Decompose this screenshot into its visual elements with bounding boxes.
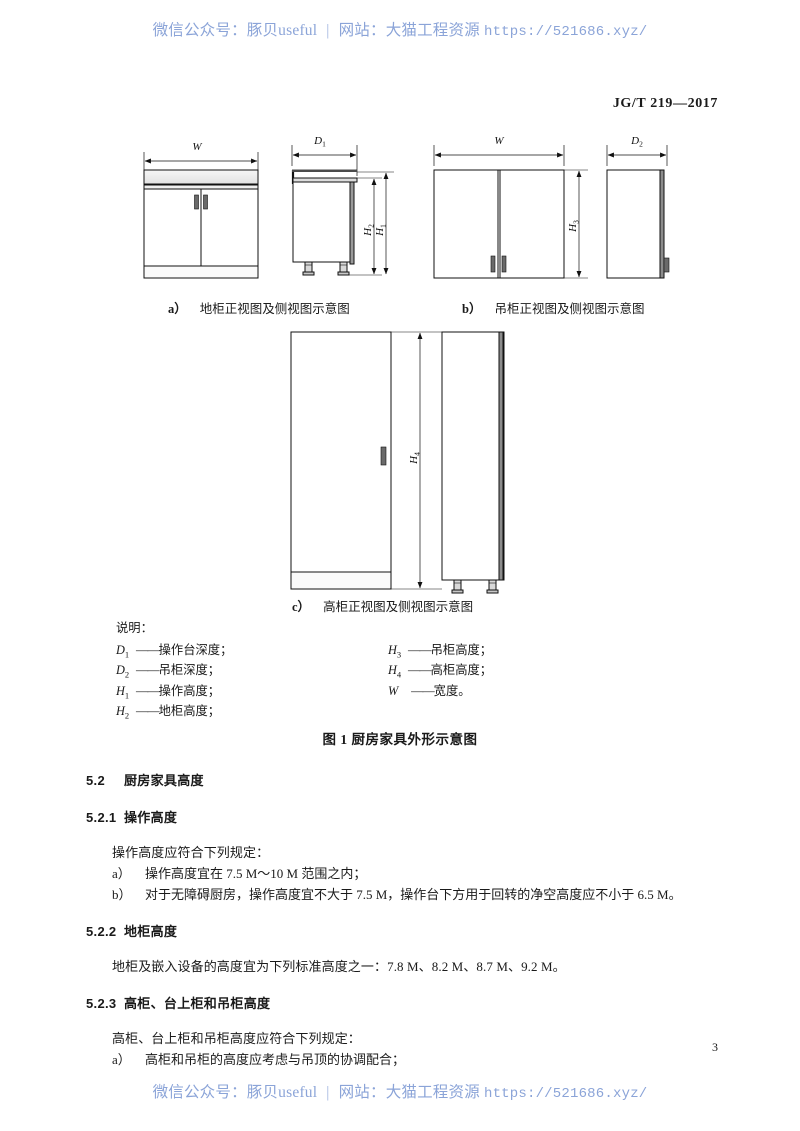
legend-column-right: H3——吊柜高度； H4——高柜高度； W ——宽度。 bbox=[388, 640, 492, 702]
watermark-top: 微信公众号：豚贝useful | 网站：大猫工程资源 https://521686.… bbox=[0, 18, 800, 40]
tall-cabinet-front-view bbox=[290, 331, 392, 590]
heading-5-2-1-number: 5.2.1 bbox=[86, 810, 117, 825]
heading-5-2-3: 5.2.3 高柜、台上柜和吊柜高度 bbox=[86, 993, 726, 1012]
watermark-bottom: 微信公众号：豚贝useful | 网站：大猫工程资源 https://521686.… bbox=[0, 1080, 800, 1102]
legend-dash-h1: —— bbox=[136, 683, 160, 698]
legend-item-h1: H1——操作高度； bbox=[116, 683, 221, 700]
floor-cabinet-side-view bbox=[291, 145, 394, 276]
watermark-site-value: 大猫工程资源 bbox=[385, 22, 480, 39]
list-item-5-2-3-a: a） 高柜和吊柜的高度应考虑与吊顶的协调配合； bbox=[86, 1049, 726, 1070]
legend-dash-h2: —— bbox=[136, 704, 160, 718]
legend-dash-d2: —— bbox=[136, 663, 160, 677]
paragraph-5-2-3-intro: 高柜、台上柜和吊柜高度应符合下列规定： bbox=[112, 1031, 361, 1046]
watermark-bottom-separator: | bbox=[326, 1084, 330, 1101]
heading-5-2-2-title: 地柜高度 bbox=[124, 924, 178, 939]
legend-item-w: W ——宽度。 bbox=[388, 683, 471, 698]
heading-5-2-1-title: 操作高度 bbox=[124, 810, 178, 825]
legend-desc-d2: 吊柜深度； bbox=[158, 663, 221, 677]
dim-label-b-depth: D2 bbox=[630, 135, 643, 149]
list-label-5-2-3-a: a） bbox=[112, 1052, 131, 1067]
figure-caption-a: a） 地柜正视图及侧视图示意图 bbox=[168, 298, 350, 317]
watermark-bottom-site-value: 大猫工程资源 bbox=[385, 1084, 480, 1101]
list-label-5-2-1-b: b） bbox=[112, 887, 132, 902]
watermark-wechat-label: 微信公众号： bbox=[152, 22, 247, 39]
floor-cabinet-front-view bbox=[143, 152, 259, 279]
list-label-5-2-1-a: a） bbox=[112, 866, 131, 881]
legend-item-h2: H2——地柜高度； bbox=[116, 704, 221, 721]
watermark-site-label: 网站： bbox=[338, 22, 386, 39]
legend-item-h4: H4——高柜高度； bbox=[388, 663, 493, 680]
wall-cabinet-side-view bbox=[606, 145, 670, 279]
figure-caption-a-text: 地柜正视图及侧视图示意图 bbox=[199, 302, 350, 316]
figure-1-caption: 图 1 厨房家具外形示意图 bbox=[322, 732, 478, 747]
list-text-5-2-1-b: 对于无障碍厨房，操作高度宜不大于 7.5 M，操作台下方用于回转的净空高度应不小… bbox=[145, 887, 682, 902]
legend-item-h3: H3——吊柜高度； bbox=[388, 642, 493, 659]
heading-5-2-3-number: 5.2.3 bbox=[86, 996, 117, 1011]
watermark-bottom-site-label: 网站： bbox=[338, 1084, 386, 1101]
dim-label-b-h3: H3 bbox=[567, 220, 581, 233]
heading-5-2-3-title: 高柜、台上柜和吊柜高度 bbox=[124, 996, 271, 1011]
heading-5-2-2: 5.2.2 地柜高度 bbox=[86, 921, 726, 940]
figure-caption-b-letter: b） bbox=[462, 302, 482, 316]
dim-label-b-width: W bbox=[494, 135, 504, 147]
figure-caption-b: b） 吊柜正视图及侧视图示意图 bbox=[462, 298, 644, 317]
legend-dash-d1: —— bbox=[136, 642, 160, 657]
figure-caption-c-letter: c） bbox=[292, 600, 311, 614]
legend-item-d1: D1——操作台深度； bbox=[116, 642, 233, 659]
figure-caption-c: c） 高柜正视图及侧视图示意图 bbox=[292, 596, 473, 615]
legend-dash-h3: —— bbox=[408, 642, 432, 657]
list-item-5-2-1-a: a） 操作高度宜在 7.5 M～10 M 范围之内； bbox=[86, 863, 726, 884]
heading-5-2-title: 厨房家具高度 bbox=[124, 773, 204, 788]
paragraph-5-2-1-intro: 操作高度应符合下列规定： bbox=[112, 845, 270, 860]
dim-label-a-width: W bbox=[192, 141, 202, 153]
figure-caption-c-text: 高柜正视图及侧视图示意图 bbox=[323, 600, 474, 614]
legend-desc-h4: 高柜高度； bbox=[430, 663, 493, 677]
legend-desc-d1: 操作台深度； bbox=[158, 642, 233, 657]
legend-dash-h4: —— bbox=[408, 663, 432, 677]
watermark-separator: | bbox=[326, 22, 330, 39]
list-text-5-2-1-a: 操作高度宜在 7.5 M～10 M 范围之内； bbox=[145, 866, 367, 881]
figure-caption-b-text: 吊柜正视图及侧视图示意图 bbox=[494, 302, 645, 316]
heading-5-2-number: 5.2 bbox=[86, 773, 105, 788]
heading-5-2: 5.2 厨房家具高度 bbox=[86, 770, 726, 789]
figure-row-2-drawings: H4 bbox=[290, 331, 505, 594]
legend-item-d2: D2——吊柜深度； bbox=[116, 663, 221, 680]
watermark-wechat-value: 豚贝useful bbox=[246, 22, 318, 39]
figure-row-1-drawings: W D1 H2 H1 W H3 D2 bbox=[143, 135, 670, 279]
standard-number: JG/T 219—2017 bbox=[612, 96, 718, 111]
figure-caption-a-letter: a） bbox=[168, 302, 187, 316]
legend-desc-h2: 地柜高度； bbox=[158, 704, 221, 718]
legend-desc-h1: 操作高度； bbox=[158, 683, 221, 698]
list-text-5-2-3-a: 高柜和吊柜的高度应考虑与吊顶的协调配合； bbox=[145, 1052, 406, 1067]
dim-label-c-h4: H4 bbox=[408, 452, 422, 465]
heading-5-2-2-number: 5.2.2 bbox=[86, 924, 117, 939]
watermark-bottom-wechat-label: 微信公众号： bbox=[152, 1084, 247, 1101]
figure-1: W D1 H2 H1 W H3 D2 a） 地柜正视图及侧视图示意图 b） 吊柜正视… bbox=[0, 128, 800, 614]
legend-desc-w: 宽度。 bbox=[433, 683, 471, 698]
dim-label-a-h1: H1 bbox=[374, 224, 388, 237]
watermark-url: https://521686.xyz/ bbox=[483, 24, 648, 40]
legend-desc-h3: 吊柜高度； bbox=[430, 642, 493, 657]
dim-label-a-depth: D1 bbox=[313, 135, 326, 149]
legend-dash-w: —— bbox=[411, 683, 435, 698]
wall-cabinet-front-view bbox=[433, 145, 588, 279]
watermark-bottom-wechat-value: 豚贝useful bbox=[246, 1084, 318, 1101]
page-number: 3 bbox=[712, 1040, 718, 1054]
paragraph-5-2-2-intro: 地柜及嵌入设备的高度宜为下列标准高度之一：7.8 M、8.2 M、8.7 M、9… bbox=[112, 959, 566, 974]
heading-5-2-1: 5.2.1 操作高度 bbox=[86, 807, 726, 826]
figure-legend: 说明： D1——操作台深度； D2——吊柜深度； H1——操作高度； H2——地… bbox=[116, 618, 676, 724]
tall-cabinet-side-view bbox=[441, 331, 505, 594]
tall-cabinet-h4-dimension bbox=[391, 331, 442, 590]
legend-column-left: D1——操作台深度； D2——吊柜深度； H1——操作高度； H2——地柜高度； bbox=[116, 640, 232, 722]
watermark-bottom-url: https://521686.xyz/ bbox=[483, 1086, 648, 1102]
list-item-5-2-1-b: b） 对于无障碍厨房，操作高度宜不大于 7.5 M，操作台下方用于回转的净空高度应… bbox=[86, 884, 726, 905]
document-body: 5.2 厨房家具高度 5.2.1 操作高度 操作高度应符合下列规定： a） 操作高度宜… bbox=[86, 770, 726, 1070]
legend-title: 说明： bbox=[116, 621, 153, 635]
